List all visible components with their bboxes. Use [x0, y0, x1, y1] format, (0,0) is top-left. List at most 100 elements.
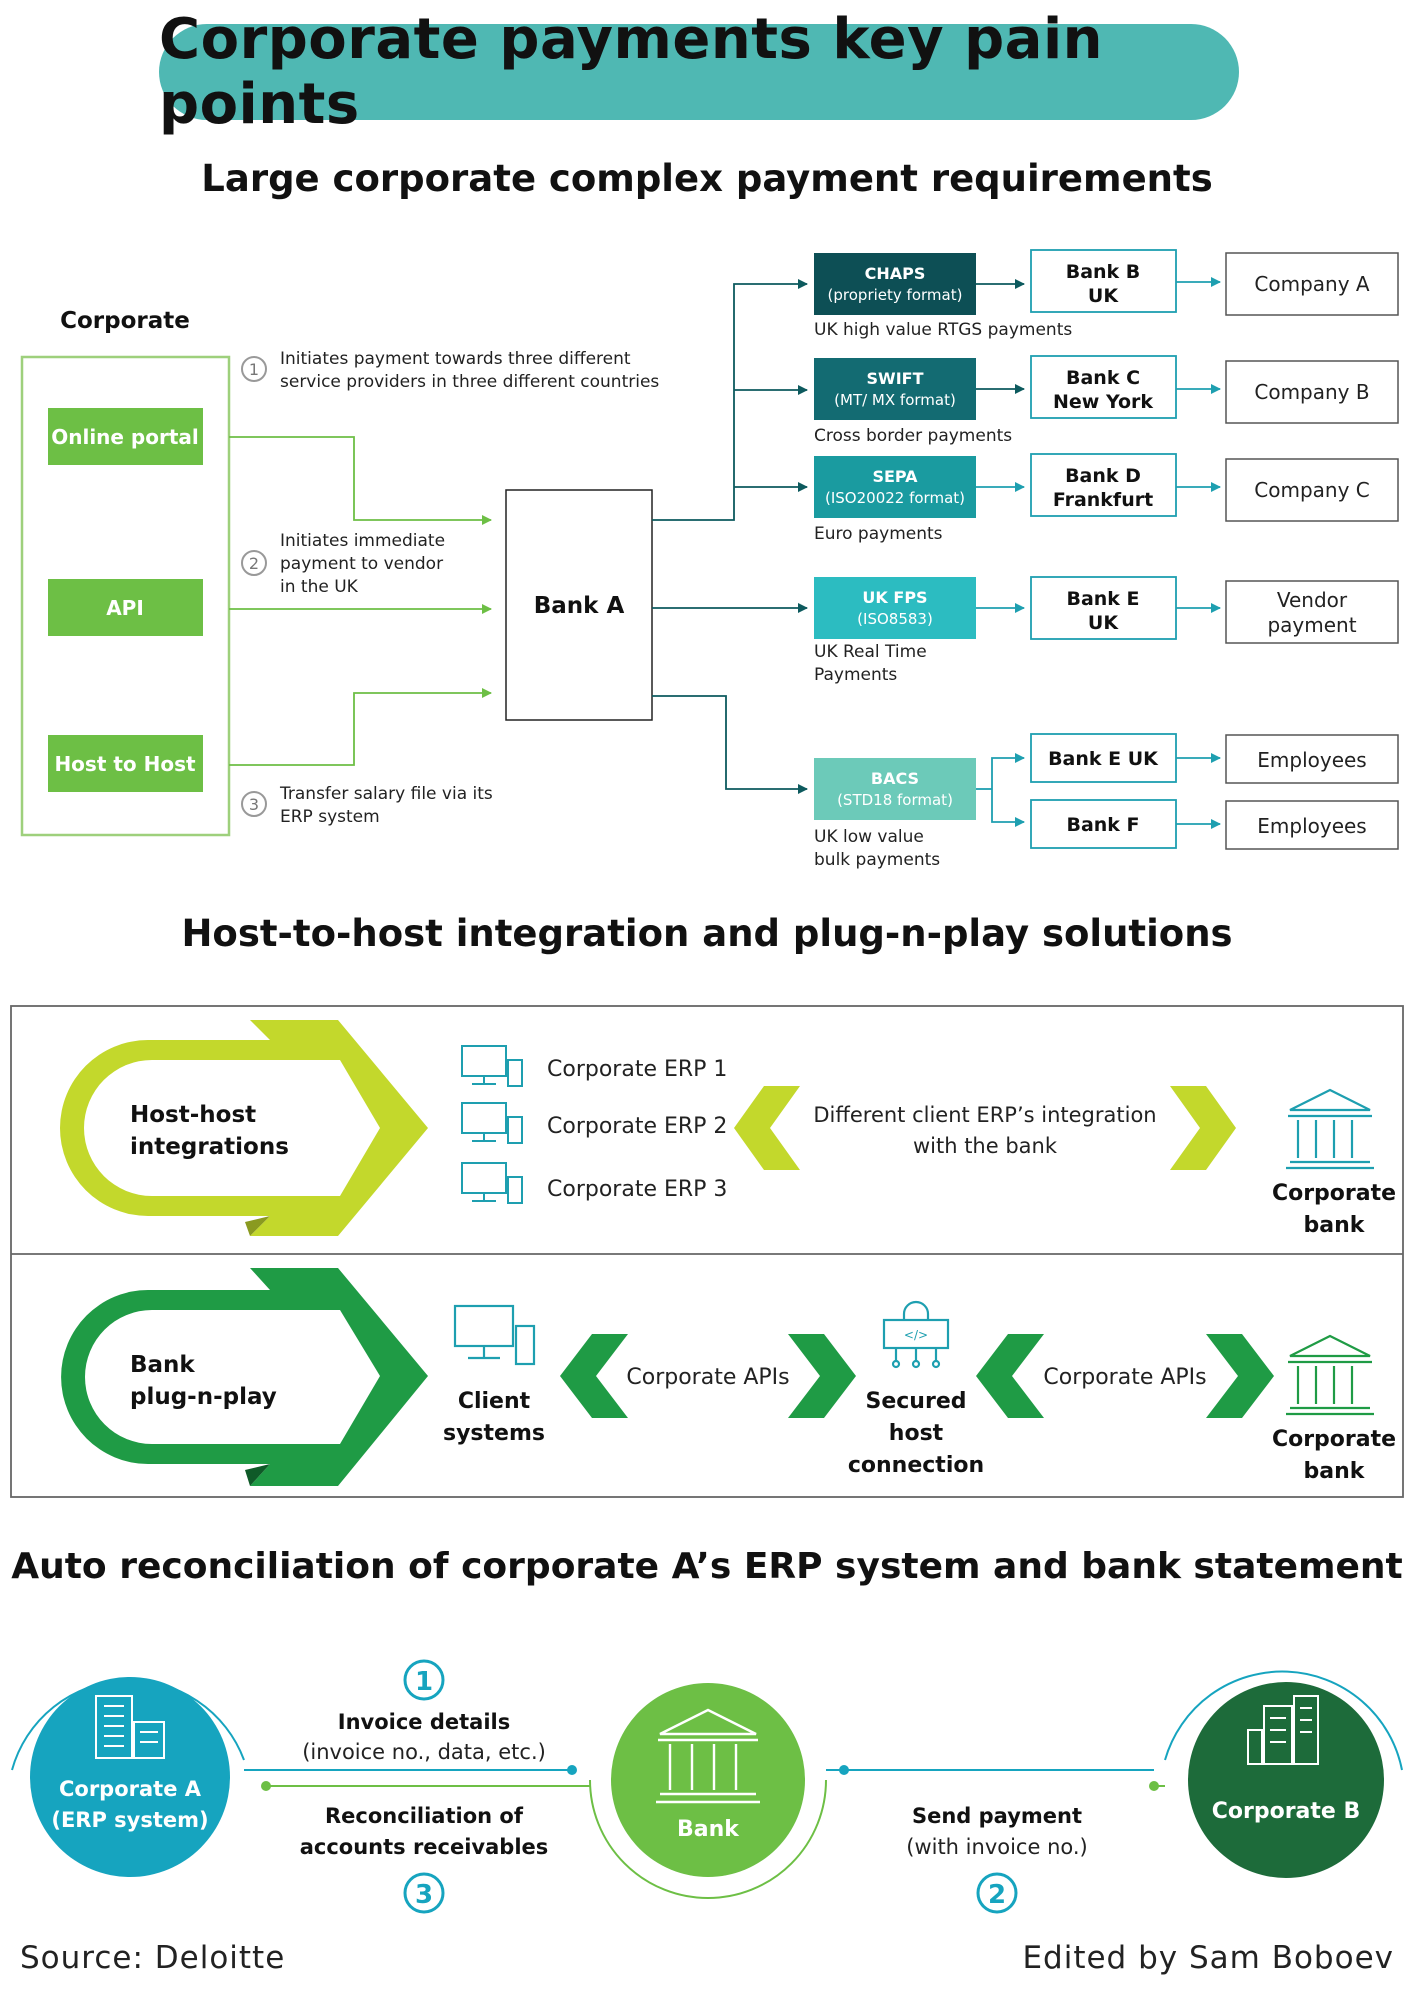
recipient-label: Vendor	[1277, 588, 1348, 612]
plug-n-play-label: plug-n-play	[130, 1384, 277, 1410]
bank-building-icon	[1286, 1088, 1374, 1170]
step-number: 2	[988, 1880, 1006, 1910]
step-number: 3	[249, 795, 259, 814]
host-host-label: Host-host	[130, 1102, 256, 1128]
step-3-badge: 3	[403, 1872, 445, 1914]
channel-host-to-host: Host to Host	[48, 735, 203, 792]
rail-sepa: SEPA (ISO20022 format)	[814, 456, 976, 518]
bank-name: Bank D	[1065, 465, 1141, 487]
erp-integration-text: with the bank	[913, 1134, 1058, 1158]
rail-format: (ISO20022 format)	[825, 489, 965, 507]
corporate-bank-label: bank	[1304, 1213, 1366, 1238]
monitor-icon	[461, 1045, 523, 1087]
office-building-icon	[95, 1695, 165, 1759]
monitor-icon	[461, 1162, 523, 1204]
line-dot	[261, 1781, 271, 1791]
corporate-label: Corporate	[60, 308, 190, 334]
chevron-right-icon	[788, 1334, 856, 1418]
office-building-icon	[1247, 1695, 1319, 1765]
monitor-icon	[461, 1102, 523, 1144]
client-systems-label: Client	[458, 1389, 531, 1414]
bank-label: Bank	[677, 1817, 740, 1842]
erp-label: Corporate ERP 3	[547, 1177, 727, 1202]
step-2-text-line: in the UK	[280, 577, 359, 597]
step-1-text-line: Initiates payment towards three differen…	[280, 349, 631, 369]
bank-building-icon	[656, 1708, 760, 1804]
chevron-right-icon	[1170, 1086, 1236, 1170]
connector-online-to-banka	[229, 436, 492, 525]
rail-bacs: BACS (STD18 format)	[814, 758, 976, 820]
plug-n-play-chevron	[61, 1268, 429, 1486]
recipient-label: payment	[1267, 613, 1356, 637]
rail-description: UK high value RTGS payments	[814, 320, 1072, 340]
page-title: Corporate payments key pain points	[159, 7, 1104, 137]
rail-name: SWIFT	[867, 369, 924, 388]
host-host-label: integrations	[130, 1134, 289, 1160]
step-2-text-line: payment to vendor	[280, 554, 443, 574]
rail-description: UK Real Time	[814, 642, 927, 662]
rail-name: BACS	[871, 769, 919, 788]
step-1-text-line: service providers in three different cou…	[280, 372, 659, 392]
step-1-marker: 1	[241, 356, 267, 382]
source-credit: Source: Deloitte	[20, 1940, 286, 1976]
bank-location: New York	[1053, 391, 1153, 413]
bank-name: Bank E	[1066, 588, 1139, 610]
step-3-text-line: Transfer salary file via its	[279, 784, 493, 804]
rail-description: UK low value	[814, 827, 924, 847]
bank-building-icon	[1286, 1334, 1374, 1416]
rail-format: (STD18 format)	[837, 791, 953, 809]
channel-label: API	[106, 596, 144, 620]
bank-location: Frankfurt	[1053, 489, 1153, 511]
recipient-label: Employees	[1257, 814, 1366, 838]
connector-bacs-to-bank-f	[991, 789, 1025, 827]
bank-circle	[611, 1683, 805, 1877]
step-number: 1	[415, 1667, 433, 1697]
plug-n-play-label: Bank	[130, 1352, 195, 1378]
connector-bacs-to-bank-e	[991, 753, 1025, 789]
connector-banka-to-bacs	[652, 695, 808, 794]
step-number: 2	[249, 554, 259, 573]
erp-integration-text: Different client ERP’s integration	[813, 1103, 1156, 1127]
recipient-company-c: Company C	[1225, 458, 1399, 522]
line-dot	[839, 1765, 849, 1775]
recipient-vendor-payment: Vendor payment	[1225, 580, 1399, 644]
channel-label: Host to Host	[54, 752, 196, 776]
svg-text:</>: </>	[904, 1328, 928, 1342]
corporate-frame	[20, 355, 231, 837]
rail-name: SEPA	[872, 467, 918, 486]
rail-format: (MT/ MX format)	[834, 391, 956, 409]
line-dot	[567, 1765, 577, 1775]
host-host-chevron	[60, 1020, 428, 1236]
chevron-right-icon	[1206, 1334, 1274, 1418]
erp-label: Corporate ERP 1	[547, 1057, 727, 1082]
section3-heading: Auto reconciliation of corporate A’s ERP…	[11, 1546, 1403, 1587]
rail-swift: SWIFT (MT/ MX format)	[814, 358, 976, 420]
bank-location: UK	[1088, 285, 1119, 307]
secured-host-icon: </>	[882, 1300, 950, 1369]
rail-description: Payments	[814, 665, 897, 685]
rail-format: (ISO8583)	[857, 610, 933, 628]
step-number: 1	[249, 360, 259, 379]
channel-api: API	[48, 579, 203, 636]
rail-description: bulk payments	[814, 850, 940, 870]
bank-e-uk: Bank E UK	[1030, 733, 1177, 783]
title-pill: Corporate payments key pain points	[159, 7, 1239, 137]
bank-e: Bank E UK	[1030, 576, 1177, 640]
reconciliation-title: accounts receivables	[300, 1835, 549, 1859]
bank-name: Bank B	[1066, 261, 1141, 283]
corporate-a-circle	[30, 1677, 230, 1877]
recipient-label: Company B	[1254, 380, 1369, 404]
recipient-label: Company C	[1254, 478, 1369, 502]
bank-arc	[589, 1779, 827, 1899]
step-2-badge: 2	[976, 1872, 1018, 1914]
rail-format: (propriety format)	[828, 286, 963, 304]
channel-online-portal: Online portal	[48, 408, 203, 465]
send-payment-sub: (with invoice no.)	[906, 1835, 1087, 1859]
bank-name: Bank E UK	[1048, 748, 1159, 770]
editor-credit: Edited by Sam Boboev	[1022, 1940, 1394, 1976]
rail-description: Euro payments	[814, 524, 943, 544]
chevron-left-icon	[734, 1086, 800, 1170]
bank-name: Bank F	[1066, 814, 1139, 836]
step-2-text-line: Initiates immediate	[280, 531, 445, 551]
